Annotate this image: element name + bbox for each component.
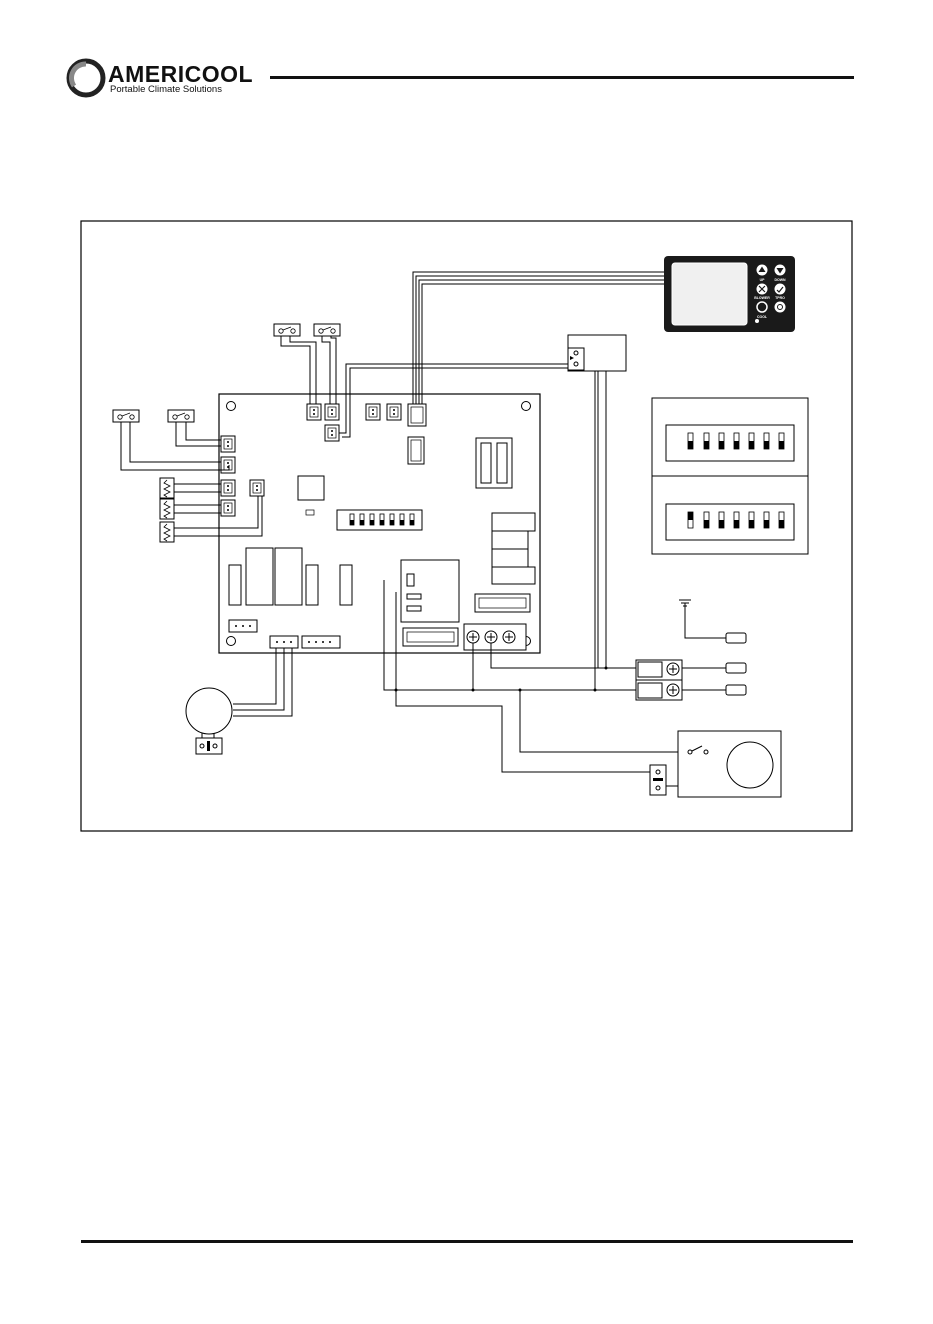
compressor-unit (650, 731, 781, 797)
main-control-board (219, 394, 540, 653)
power-button[interactable] (775, 302, 786, 313)
blower-button-label: BLOWER (754, 296, 770, 300)
dip-switch-panel (652, 398, 808, 554)
down-button-label: DOWN (774, 278, 786, 282)
footer-rule (81, 1240, 853, 1243)
fan-motor (186, 688, 232, 734)
tpro-button-label: TPRO (775, 296, 785, 300)
tpro-button[interactable] (775, 284, 786, 295)
up-button-label: UP (760, 278, 766, 282)
cool-button-label: COOL (757, 315, 768, 319)
thermostat-module (568, 335, 626, 371)
control-panel-display: UP DOWN BLOWER TPRO COOL (664, 256, 795, 332)
